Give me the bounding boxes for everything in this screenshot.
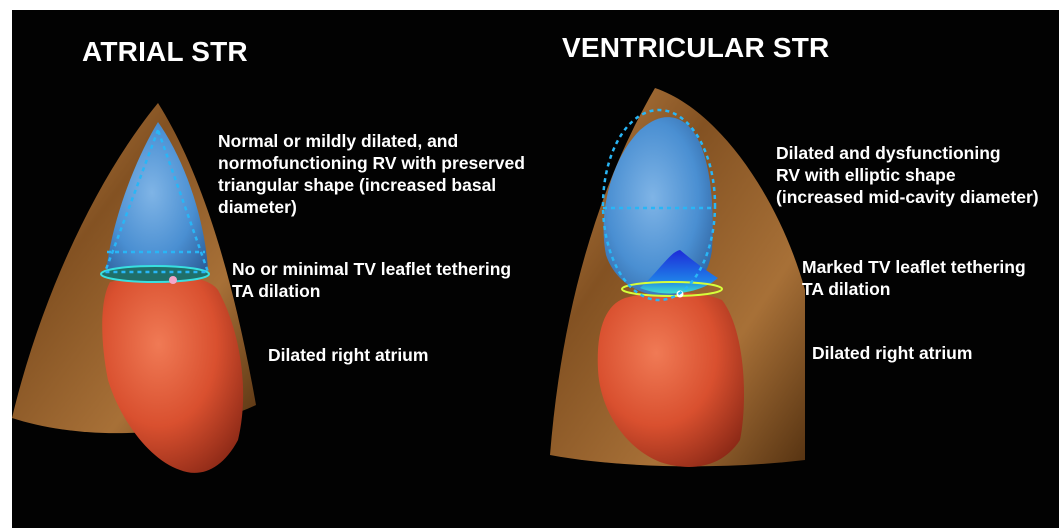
atrial-str-title: ATRIAL STR	[82, 36, 248, 68]
atrial-tv-annulus	[101, 266, 209, 282]
ventricular-tv-line-1: Marked TV leaflet tethering	[802, 256, 1026, 278]
atrial-ra-line-1: Dilated right atrium	[268, 344, 428, 366]
atrial-rv-line-1: Normal or mildly dilated, and	[218, 130, 525, 152]
ventricular-rv-line-3: (increased mid-cavity diameter)	[776, 186, 1039, 208]
atrial-right-atrium	[102, 275, 243, 473]
ventricular-rv-description: Dilated and dysfunctioning RV with ellip…	[776, 142, 1039, 208]
ventricular-ra-line-1: Dilated right atrium	[812, 342, 972, 364]
atrial-tv-line-1: No or minimal TV leaflet tethering	[232, 258, 511, 280]
ventricular-tv-line-2: TA dilation	[802, 278, 1026, 300]
atrial-tv-marker	[169, 276, 177, 284]
atrial-rv-line-4: diameter)	[218, 196, 525, 218]
ventricular-rv-line-1: Dilated and dysfunctioning	[776, 142, 1039, 164]
atrial-ra-description: Dilated right atrium	[268, 344, 428, 366]
ventricular-tv-description: Marked TV leaflet tethering TA dilation	[802, 256, 1026, 300]
atrial-tv-description: No or minimal TV leaflet tethering TA di…	[232, 258, 511, 302]
ventricular-ra-description: Dilated right atrium	[812, 342, 972, 364]
atrial-rv-line-2: normofunctioning RV with preserved	[218, 152, 525, 174]
atrial-tv-line-2: TA dilation	[232, 280, 511, 302]
ventricular-str-title: VENTRICULAR STR	[562, 32, 829, 64]
atrial-rv-description: Normal or mildly dilated, and normofunct…	[218, 130, 525, 218]
ventricular-echo-image	[550, 88, 805, 467]
atrial-rv-line-3: triangular shape (increased basal	[218, 174, 525, 196]
ventricular-rv-line-2: RV with elliptic shape	[776, 164, 1039, 186]
